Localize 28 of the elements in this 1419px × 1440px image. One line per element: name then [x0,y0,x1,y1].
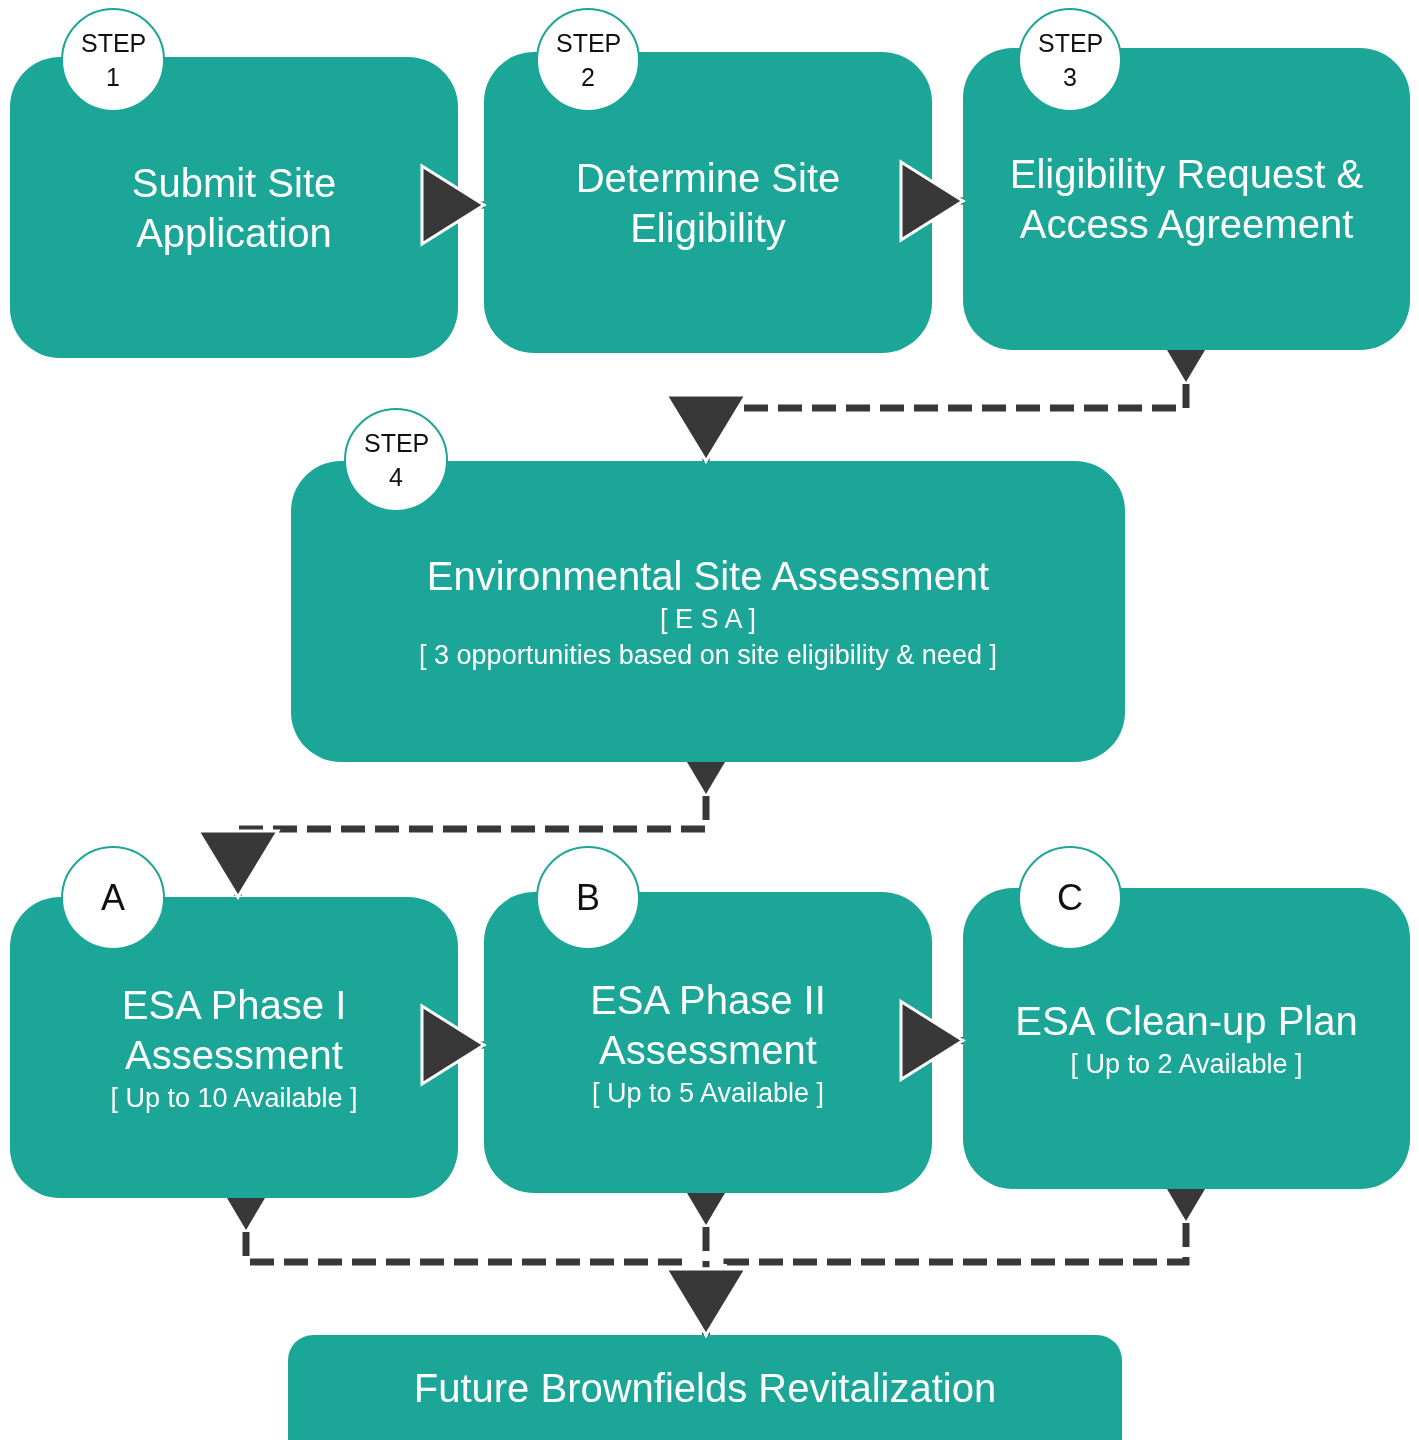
step-note: [ Up to 2 Available ] [1070,1047,1303,1081]
step-label: B [575,881,601,915]
step-title: Environmental Site Assessment [426,552,990,600]
step-label: A [100,881,126,915]
step-note: [ Up to 5 Available ] [591,1076,825,1110]
step-title: Eligibility Request & Access Agreement [1008,151,1365,248]
step-title: Determine Site Eligibility [574,154,842,252]
process-box [484,52,932,353]
step-label: STEP 3 [1038,28,1102,93]
step-note: [ Up to 10 Available ] [110,1081,358,1115]
process-box [291,461,1125,762]
step-label: STEP 1 [81,28,145,93]
step-label: C [1056,881,1084,915]
step-title: Submit Site Application [130,159,338,257]
step-label: STEP 2 [556,28,620,93]
step-title: ESA Clean-up Plan [1015,997,1358,1045]
process-box [10,57,458,358]
process-box [288,1335,1122,1440]
step-note: [ E S A ] [659,602,757,636]
step-note: [ 3 opportunities based on site eligibility & need ] [419,638,997,672]
step-label: STEP 4 [364,428,428,493]
arrow [420,1004,486,1086]
arrow [899,1000,965,1081]
arrow [420,164,486,246]
step-title: ESA Phase II Assessment [589,976,827,1074]
step-title: ESA Phase I Assessment [120,981,348,1079]
arrow [899,160,965,242]
step-title: Future Brownfields Revitalization [413,1364,997,1412]
